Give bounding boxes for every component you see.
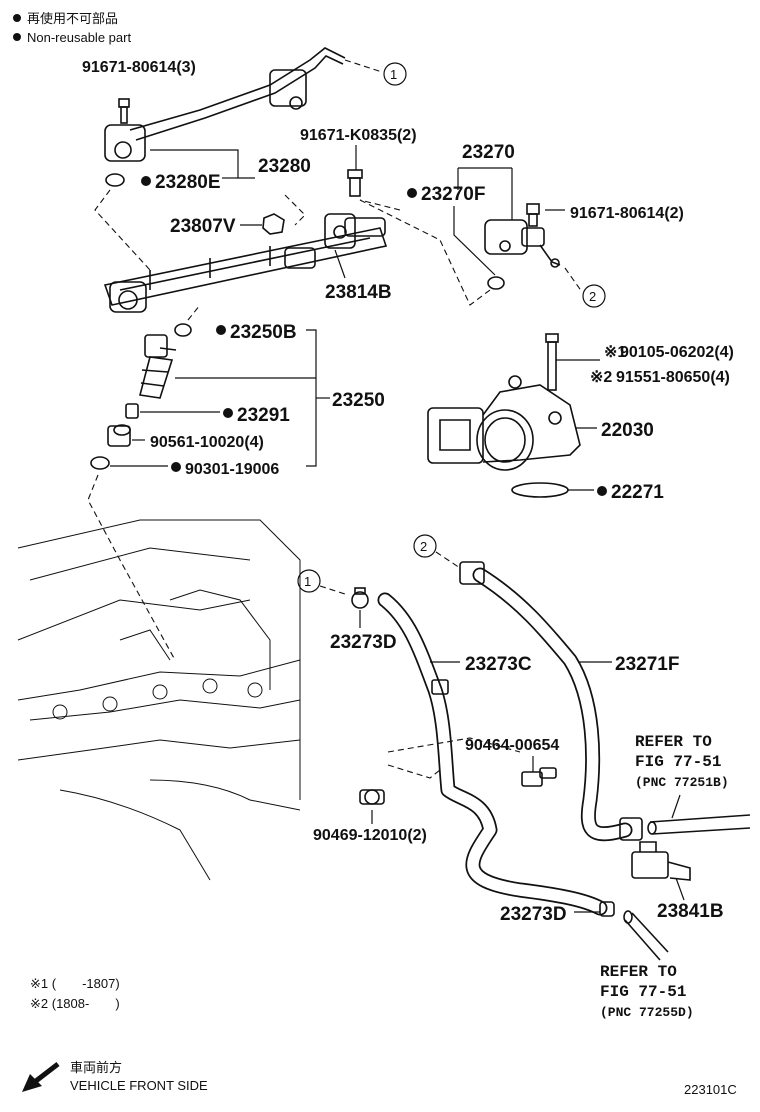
hose-clamp-icon [351,587,369,609]
label-23814b: 23814B [325,282,392,303]
label-23250: 23250 [332,390,385,411]
bolt-icon [347,169,363,197]
label-23270f: 23270F [421,184,485,205]
fuel-pipe-23280 [104,47,346,162]
label-23280e: 23280E [155,172,221,193]
o-ring-icon [90,456,110,470]
label-23841b: 23841B [657,901,724,922]
legend-dot-2 [13,33,21,41]
callout-circle-2 [582,284,606,308]
ref1-line2: FIG 77-51 [635,753,721,771]
label-23271f: 23271F [615,654,679,675]
o-ring-icon [174,323,192,337]
pipe-end-icon [647,814,751,835]
orientation-en: VEHICLE FRONT SIDE [70,1078,208,1093]
gasket-icon [511,482,569,498]
ref2-line2: FIG 77-51 [600,983,686,1001]
callout-circle-1 [383,62,407,86]
ref2-line1: REFER TO [600,963,677,981]
label-23807v: 23807V [170,216,236,237]
footnote-2: ※2 (1808- ) [30,996,120,1011]
callout-circle-1 [297,569,321,593]
vehicle-front-arrow-icon [22,1062,60,1092]
callout-2-lower-label: 2 [420,539,427,554]
label-23273d-bottom: 23273D [500,904,567,925]
fuel-hose-23273c [377,592,608,916]
label-22271: 22271 [611,482,664,503]
o-ring-icon [487,276,505,290]
fuel-hose-23271f [459,561,643,842]
figure-id: 223101C [684,1082,737,1097]
label-90469: 90469-12010(2) [313,827,427,844]
ref1-line1: REFER TO [635,733,712,751]
label-90301: 90301-19006 [185,461,279,478]
fuel-injector-23250 [138,334,177,399]
pressure-regulator-23270 [484,219,561,268]
callout-2-label: 2 [589,289,596,304]
ref1-line3: (PNC 77251B) [635,775,729,790]
label-23270: 23270 [462,142,515,163]
legend-dot-1 [13,14,21,22]
label-23291: 23291 [237,405,290,426]
nut-icon [262,213,285,235]
injector-insulator-icon [125,403,139,419]
label-90561: 90561-10020(4) [150,434,264,451]
callout-1-lower-label: 1 [304,574,311,589]
clamp-icon [521,767,557,787]
injector-seal-90561 [107,424,131,447]
label-note2-mark: ※2 [590,369,612,386]
label-23273c: 23273C [465,654,532,675]
callout-circle-2 [413,534,437,558]
bracket-23841b [631,841,691,881]
pipe-end-icon [623,910,669,961]
bolt-icon [545,333,559,391]
label-23250b: 23250B [230,322,297,343]
label-bolt-top: 91671-80614(3) [82,59,196,76]
clip-icon [359,789,385,805]
hose-clip-icon [599,901,615,917]
label-note1-part: 90105-06202(4) [620,344,734,361]
throttle-body-22030 [427,375,581,471]
bolt-icon [526,203,540,227]
orientation-jp: 車両前方 [70,1060,122,1075]
label-22030: 22030 [601,420,654,441]
ref2-line3: (PNC 77255D) [600,1005,694,1020]
label-note1-mark: ※1 [604,344,626,361]
label-bolt-mid: 91671-K0835(2) [300,127,417,144]
legend-jp: 再使用不可部品 [27,11,118,26]
o-ring-icon [105,173,125,187]
label-23280: 23280 [258,156,311,177]
label-note2-part: 91551-80650(4) [616,369,730,386]
fuel-rail-23814b [103,213,388,313]
footnote-1: ※1 ( -1807) [30,976,120,991]
label-bolt-right: 91671-80614(2) [570,205,684,222]
legend-en: Non-reusable part [27,30,131,45]
callout-1-label: 1 [390,67,397,82]
bolt-icon [118,98,130,124]
engine-block-outline [17,519,301,881]
label-90464: 90464-00654 [465,737,559,754]
label-23273d-top: 23273D [330,632,397,653]
